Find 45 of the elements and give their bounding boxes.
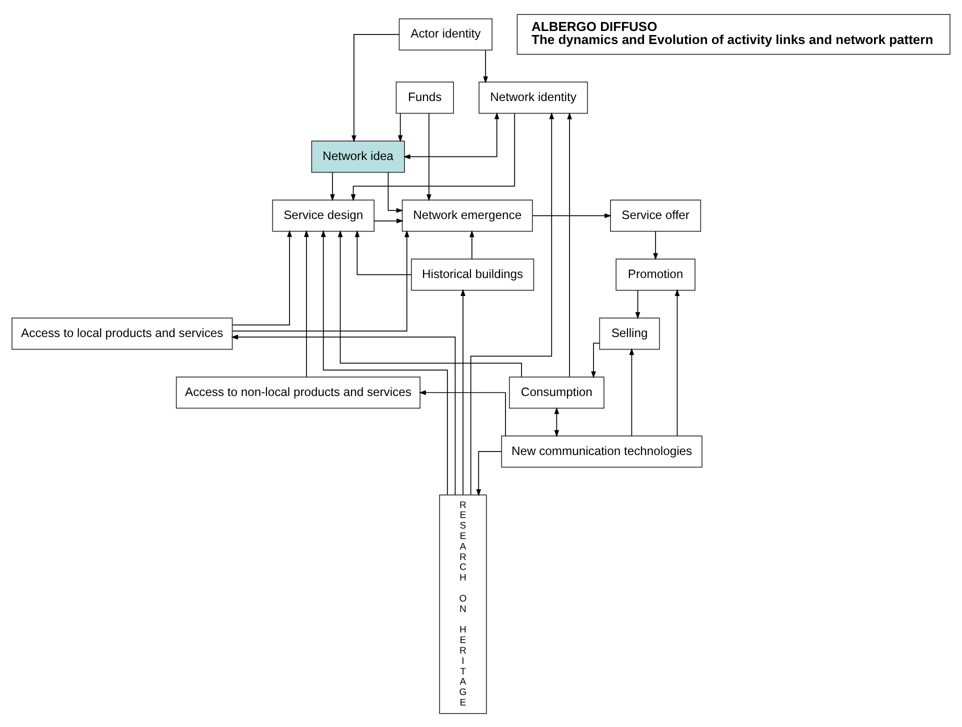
arrow bbox=[232, 230, 410, 331]
arrow bbox=[591, 342, 600, 378]
arrow bbox=[232, 230, 292, 325]
node-box: ALBERGO DIFFUSO The dynamics and Evolution of activity links and network pattern bbox=[516, 14, 950, 54]
arrow bbox=[567, 112, 572, 377]
node-box: Network idea bbox=[311, 140, 405, 172]
node-box: Service design bbox=[272, 199, 375, 232]
node-box: Access to non-local products and services bbox=[176, 376, 420, 408]
arrow bbox=[350, 112, 516, 201]
arrow bbox=[374, 218, 404, 223]
arrow bbox=[403, 112, 500, 159]
node-box: Selling bbox=[599, 317, 660, 350]
node-box: Access to local products and services bbox=[12, 317, 233, 350]
node-box: New communication technologies bbox=[501, 435, 702, 468]
arrow bbox=[231, 334, 456, 495]
arrow bbox=[674, 288, 680, 436]
arrow bbox=[398, 112, 403, 142]
arrow bbox=[532, 212, 612, 218]
arrow bbox=[476, 450, 502, 496]
arrow bbox=[483, 49, 488, 83]
arrow bbox=[469, 230, 474, 259]
arrow bbox=[354, 230, 412, 275]
node-box: Service offer bbox=[610, 199, 702, 232]
arrow bbox=[304, 230, 309, 377]
arrow bbox=[426, 112, 432, 201]
arrow bbox=[653, 230, 658, 260]
arrow bbox=[554, 406, 560, 437]
node-box: Funds bbox=[396, 81, 454, 114]
node-box: Historical buildings bbox=[410, 258, 534, 290]
arrow bbox=[635, 290, 640, 319]
node-box: Actor identity bbox=[398, 18, 492, 50]
arrow bbox=[388, 172, 404, 212]
arrow bbox=[320, 230, 448, 495]
node-box: Network emergence bbox=[402, 199, 533, 232]
node-box: Promotion bbox=[616, 258, 696, 290]
arrow bbox=[418, 390, 506, 436]
node-box: Network identity bbox=[478, 81, 588, 114]
arrow bbox=[460, 288, 466, 495]
arrow bbox=[629, 348, 634, 436]
node-box: Consumption bbox=[508, 376, 604, 408]
arrow bbox=[352, 33, 400, 142]
arrow bbox=[470, 112, 554, 495]
arrow bbox=[338, 230, 522, 377]
node-box: RESEARCH ON HERITAGE bbox=[439, 494, 487, 714]
arrow bbox=[330, 172, 335, 201]
